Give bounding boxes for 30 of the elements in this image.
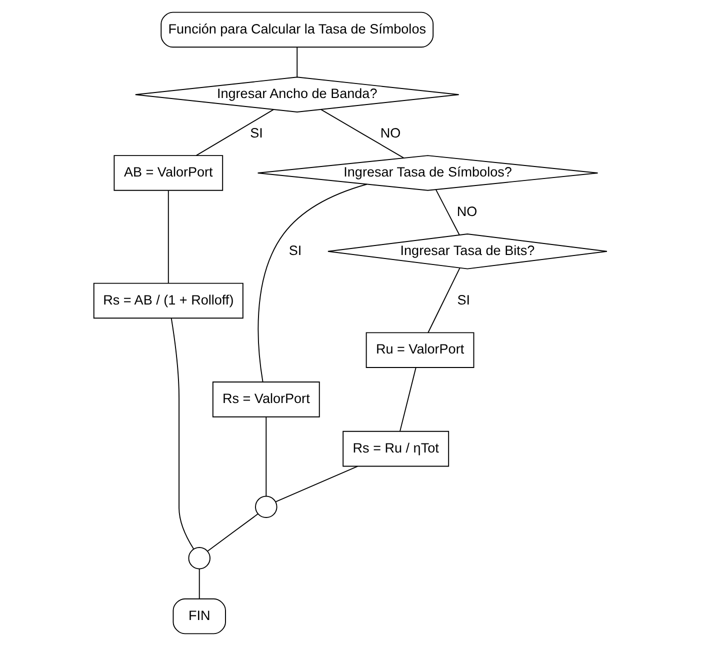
edge-label: SI (288, 242, 302, 258)
connector (320, 109, 404, 158)
connector (266, 416, 267, 497)
node-circle (188, 547, 210, 570)
node-diamond: Ingresar Ancho de Banda? (134, 76, 460, 112)
edge-label: SI (457, 292, 470, 308)
node-circle (255, 496, 278, 518)
node-box: AB = ValorPort (114, 155, 224, 191)
node-box: Función para Calcular la Tasa de Símbolos (160, 12, 434, 48)
node-box: Rs = ValorPort (212, 382, 320, 418)
connector (436, 189, 460, 236)
connector (170, 318, 194, 550)
node-box: Rs = Ru / ηTot (342, 430, 450, 467)
connector (198, 568, 200, 600)
connector (168, 190, 169, 284)
connector (428, 267, 460, 334)
node-box: Ru = ValorPort (366, 332, 474, 368)
node-box: FIN (172, 598, 226, 634)
node-diamond: Ingresar Tasa de Bits? (328, 233, 608, 270)
node-diamond: Ingresar Tasa de Símbolos? (257, 155, 598, 191)
connector (196, 109, 274, 156)
connector (207, 513, 258, 552)
connector (400, 367, 416, 432)
connector (258, 184, 368, 382)
node-box: Rs = AB / (1 + Rolloff) (93, 282, 244, 319)
connector (275, 466, 358, 502)
edge-label: NO (456, 204, 478, 219)
connector (296, 46, 298, 78)
edge-label: SI (250, 125, 263, 140)
edge-label: NO (380, 125, 401, 140)
